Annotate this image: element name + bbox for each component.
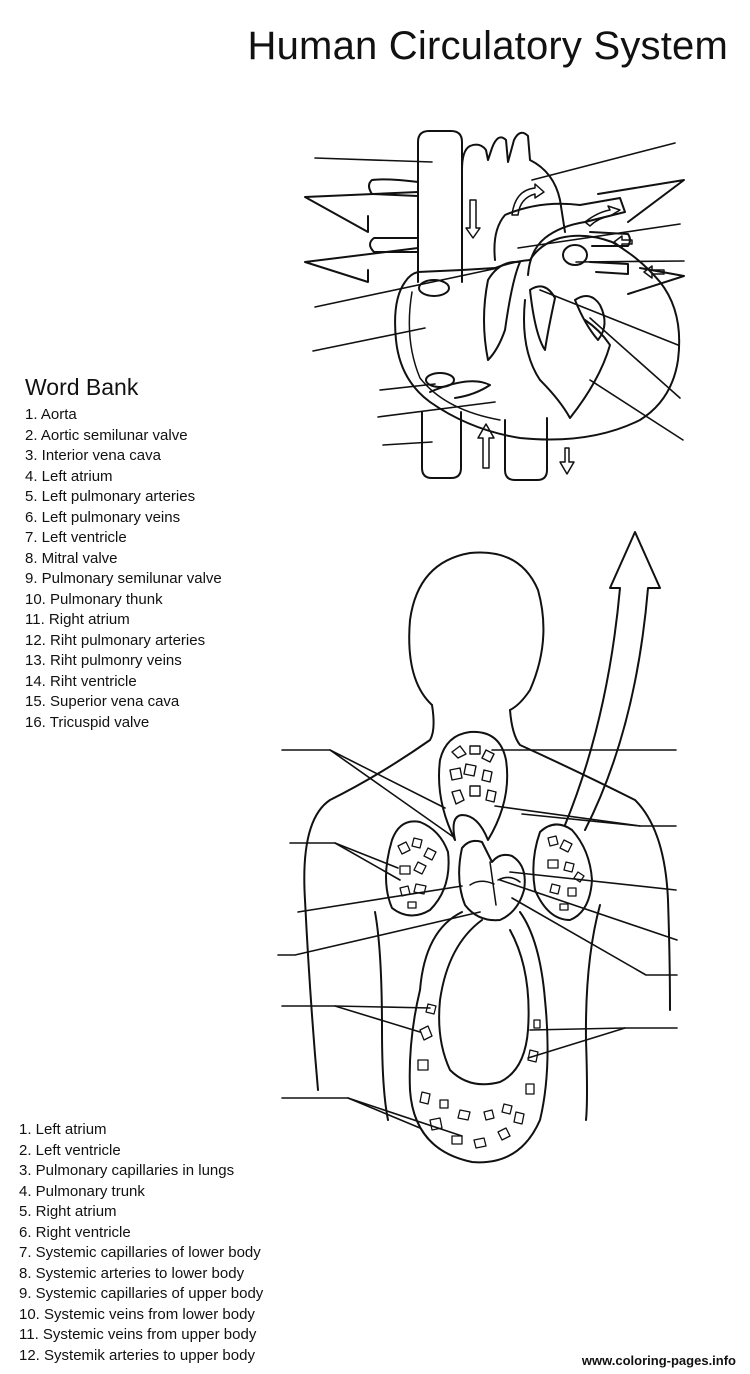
word-bank-item: 1. Aorta — [25, 406, 77, 423]
body-circulation-diagram — [278, 532, 677, 1162]
torso-outline — [304, 705, 433, 1120]
word-bank-item: 8. Mitral valve — [25, 549, 118, 567]
inferior-vena-cava — [422, 412, 461, 478]
flow-arrow-arch — [512, 184, 544, 215]
word-bank-item: 14. Riht ventricle — [25, 672, 137, 690]
body-heart-septum — [470, 862, 520, 905]
heart-outline — [395, 236, 679, 440]
word-bank-item: 9. Pulmonary semilunar valve — [25, 570, 222, 587]
body-word-bank: 1. Left atrium 2. Left ventricle 3. Pulm… — [19, 1120, 263, 1366]
wedge-arrow-lower-right — [628, 268, 684, 294]
body-word-bank-item: 7. Systemic capillaries of lower body — [19, 1244, 261, 1261]
page-title: Human Circulatory System — [247, 24, 728, 68]
tricuspid-valve — [430, 381, 490, 398]
head-outline — [409, 552, 543, 710]
body-word-bank-item: 6. Right ventricle — [19, 1223, 131, 1241]
lower-body-capillary-loop — [410, 912, 548, 1162]
flow-arrow-down — [466, 200, 480, 238]
body-word-bank-item: 4. Pulmonary trunk — [19, 1182, 145, 1200]
word-bank-item: 6. Left pulmonary veins — [25, 508, 181, 526]
right-lung — [386, 821, 449, 915]
word-bank-item: 12. Riht pulmonary arteries — [25, 631, 206, 649]
aortic-valve — [484, 262, 520, 360]
body-heart — [459, 841, 525, 920]
flow-arrow-up — [478, 424, 494, 468]
word-bank-heading: Word Bank — [25, 374, 139, 400]
wedge-arrow-upper-left — [305, 192, 418, 232]
wedge-arrow-upper-right — [598, 180, 684, 222]
right-atrium-opening — [419, 280, 449, 296]
left-atrium-opening — [563, 245, 587, 265]
pulmonary-valve — [530, 286, 555, 350]
body-word-bank-item: 3. Pulmonary capillaries in lungs — [19, 1162, 235, 1179]
body-leader-lines — [278, 750, 677, 1136]
aortic-arch — [462, 133, 565, 250]
word-bank-item: 7. Left ventricle — [25, 529, 127, 546]
body-word-bank-item: 5. Right atrium — [19, 1203, 117, 1220]
body-word-bank-list: 1. Left atrium 2. Left ventricle 3. Pulm… — [19, 1120, 263, 1366]
word-bank-item: 4. Left atrium — [25, 467, 113, 485]
lower-capillary-cells — [418, 1004, 540, 1148]
flow-arrow-left-in — [614, 236, 632, 248]
word-bank-list: 1. Aorta 2. Aortic semilunar valve 3. In… — [25, 405, 222, 733]
descending-aorta — [505, 418, 547, 480]
word-bank: Word Bank 1. Aorta 2. Aortic semilunar v… — [25, 374, 222, 733]
body-word-bank-item: 11. Systemic veins from upper body — [19, 1326, 257, 1343]
wedge-arrow-lower-left — [305, 248, 418, 282]
word-bank-item: 10. Pulmonary thunk — [25, 590, 163, 608]
upper-capillary-cells — [450, 746, 496, 804]
upper-body-capillary-loop — [439, 732, 507, 840]
word-bank-item: 5. Left pulmonary arteries — [25, 488, 196, 505]
left-lung — [533, 824, 592, 920]
interventricular-septum — [524, 300, 610, 418]
body-word-bank-item: 10. Systemic veins from lower body — [19, 1305, 255, 1323]
site-watermark: www.coloring-pages.info — [581, 1353, 736, 1368]
flow-arrow-pulmonary — [585, 206, 620, 226]
body-word-bank-item: 2. Left ventricle — [19, 1141, 121, 1159]
body-word-bank-item: 12. Systemik arteries to upper body — [19, 1346, 255, 1364]
body-word-bank-item: 1. Left atrium — [19, 1121, 107, 1138]
torso-outline-right — [510, 710, 670, 1120]
word-bank-item: 16. Tricuspid valve — [25, 713, 150, 731]
body-word-bank-item: 9. Systemic capillaries of upper body — [19, 1285, 264, 1302]
flow-arrow-out — [560, 448, 574, 474]
pulmonary-trunk — [494, 198, 625, 275]
heart-inner-outline — [409, 292, 500, 420]
word-bank-item: 2. Aortic semilunar valve — [25, 426, 188, 444]
superior-vena-cava — [418, 131, 462, 282]
word-bank-item: 11. Right atrium — [25, 611, 130, 628]
heart-diagram — [305, 131, 684, 480]
body-word-bank-item: 8. Systemic arteries to lower body — [19, 1264, 245, 1282]
right-pulmonary-vessels — [369, 179, 418, 252]
word-bank-item: 3. Interior vena cava — [25, 447, 161, 464]
heart-leader-lines — [313, 143, 684, 445]
word-bank-item: 15. Superior vena cava — [25, 693, 180, 710]
upward-flow-arrow — [565, 532, 660, 830]
word-bank-item: 13. Riht pulmonry veins — [25, 652, 182, 669]
mitral-valve — [575, 296, 605, 340]
